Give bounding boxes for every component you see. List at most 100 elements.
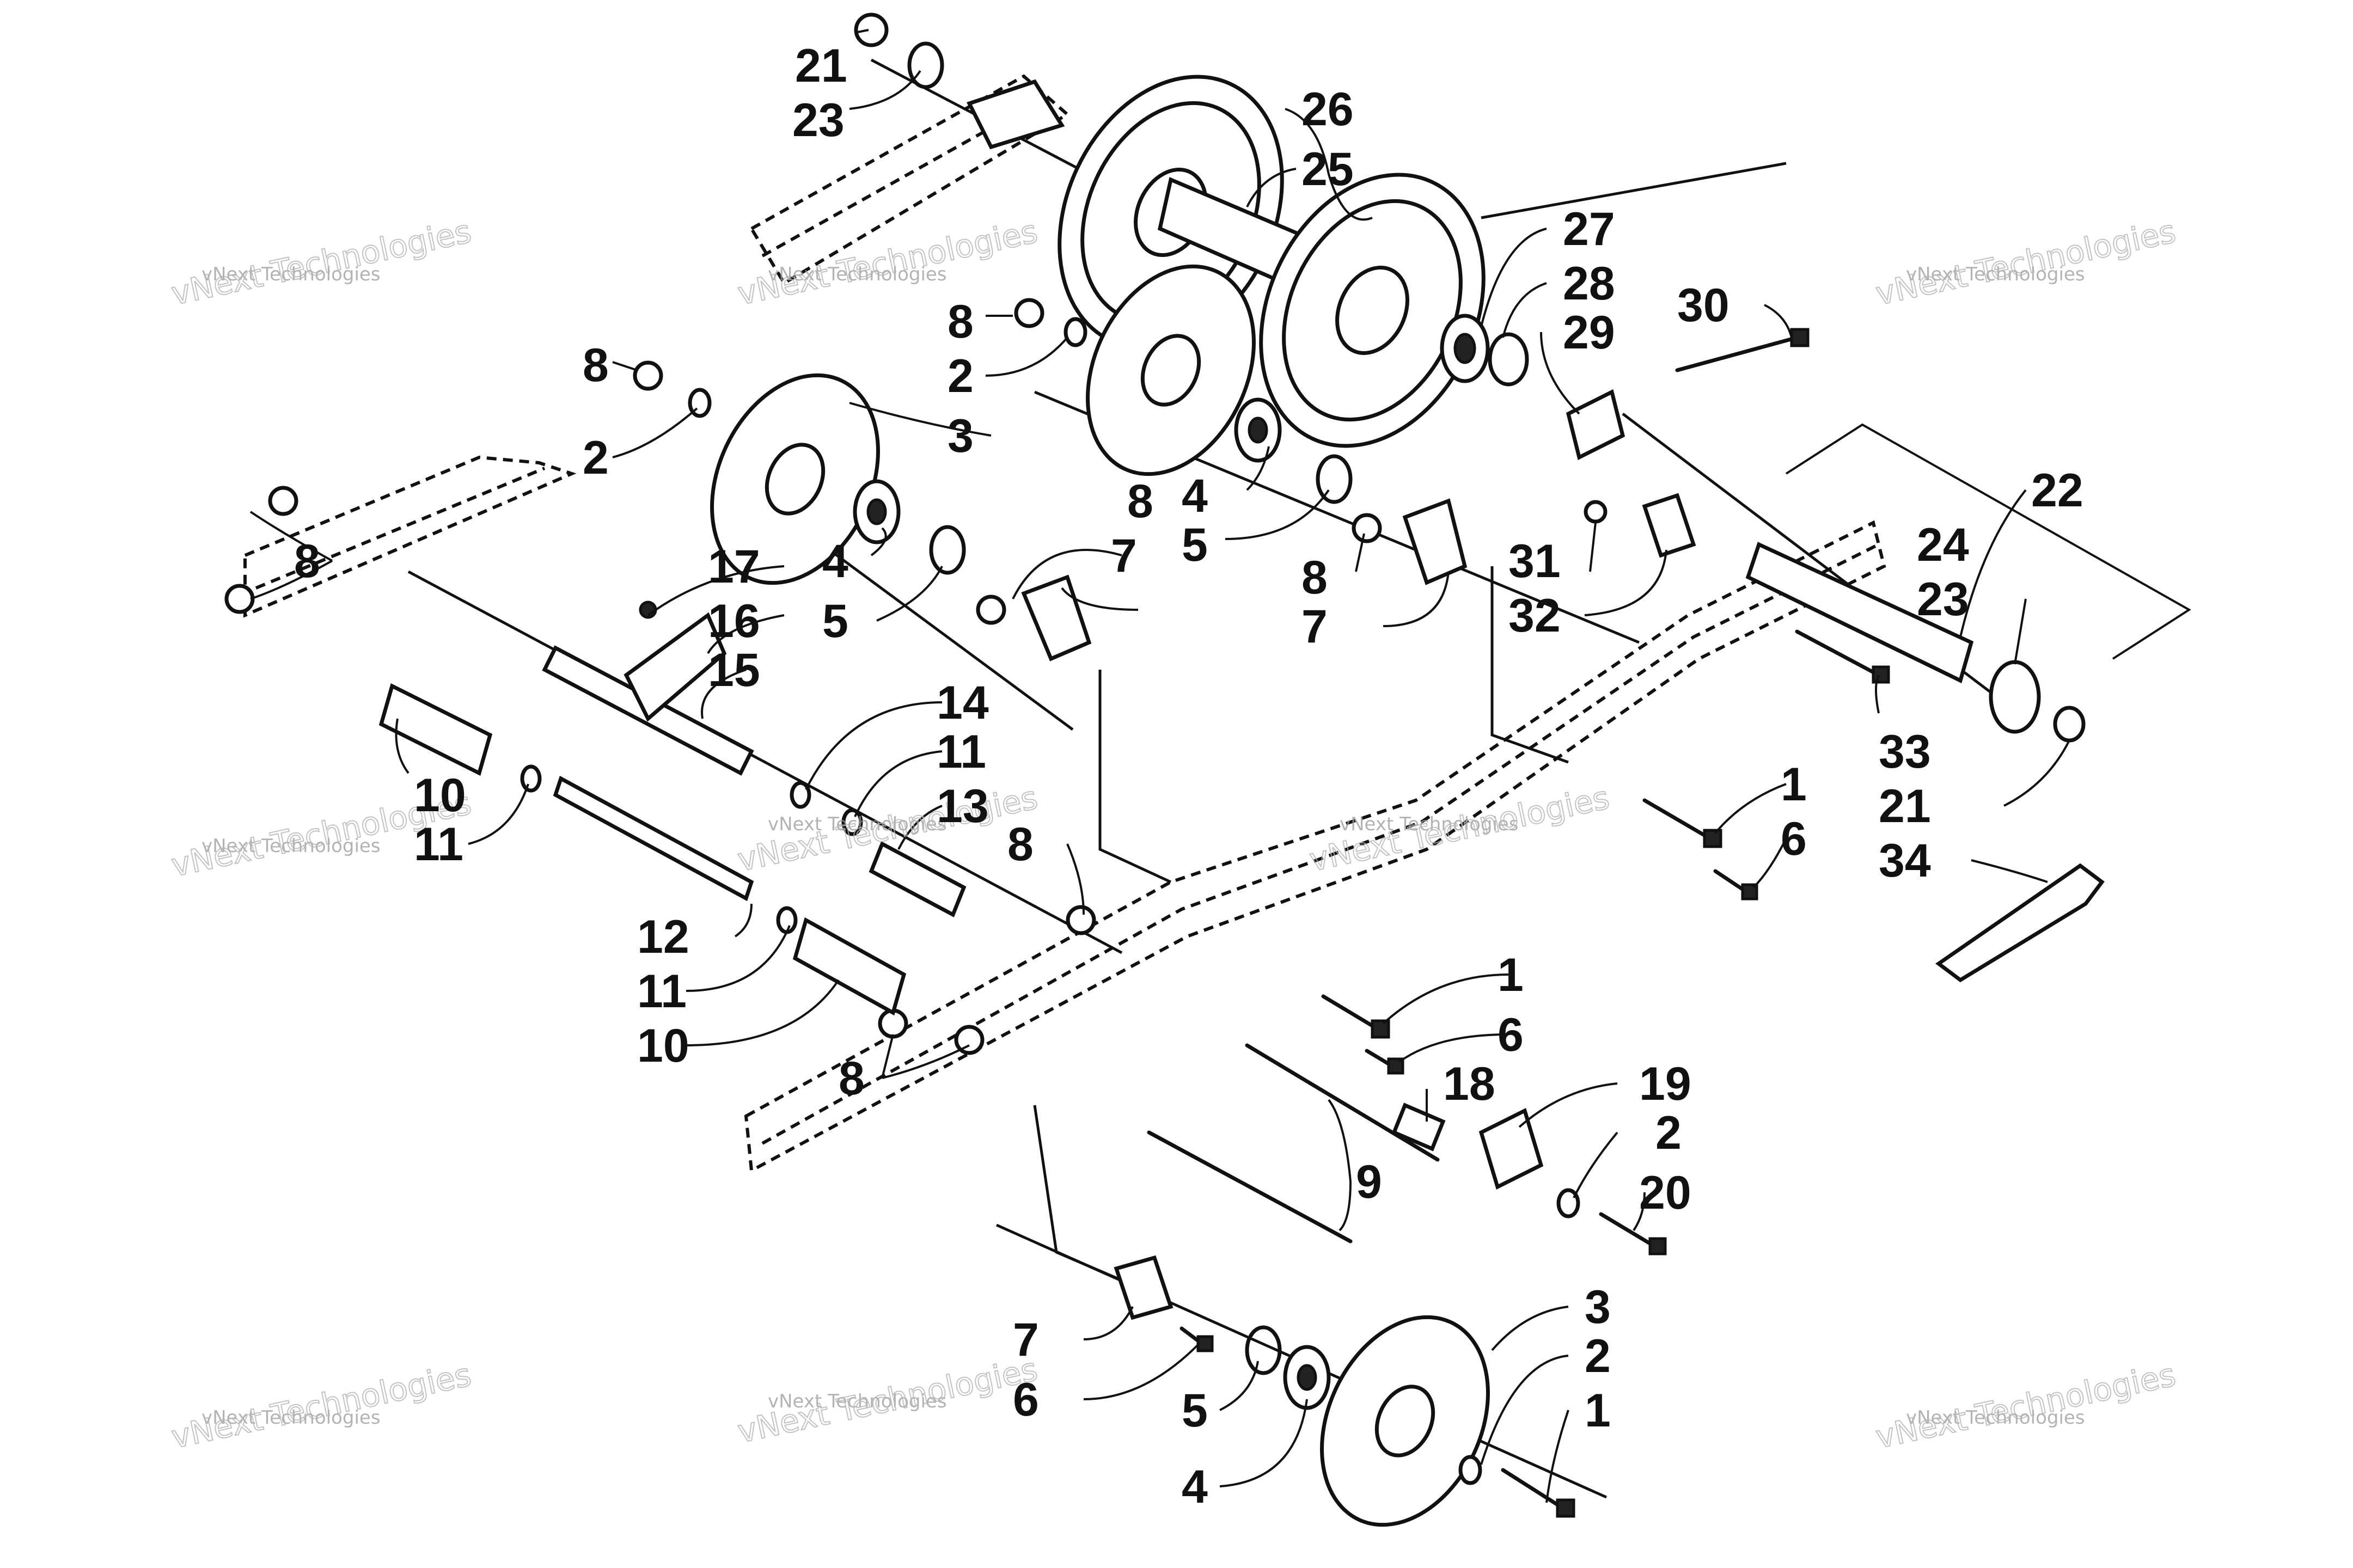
watermark-text: vNext Technologies (1340, 813, 1519, 835)
watermark-text: vNext Technologies (201, 264, 381, 285)
watermark-outline: vNext Technologies (735, 213, 1041, 313)
long-bolt-30 (1675, 328, 1810, 372)
callout-5: 5 (1182, 519, 1208, 571)
callout-8: 8 (1127, 475, 1153, 528)
washer-2-group (688, 317, 1580, 1485)
callout-1: 1 (1498, 949, 1524, 1001)
watermark-outline: vNext Technologies (1873, 213, 2179, 313)
left-slide-rail (243, 455, 577, 618)
watermark-outline: vNext Technologies (168, 213, 474, 313)
callout-6: 6 (1781, 813, 1807, 865)
callout-7: 7 (1111, 530, 1137, 582)
callout-6: 6 (1013, 1374, 1039, 1426)
callout-19: 19 (1639, 1058, 1691, 1110)
callout-2: 2 (1585, 1330, 1611, 1382)
callout-14: 14 (937, 677, 989, 729)
callout-3: 3 (948, 410, 974, 462)
wheel-3-left (710, 373, 880, 585)
washer-14 (790, 781, 811, 809)
callout-21: 21 (795, 40, 847, 92)
block-32 (1642, 493, 1696, 558)
callout-8: 8 (839, 1052, 865, 1105)
callout-25: 25 (1301, 143, 1354, 195)
callout-1: 1 (1781, 758, 1807, 811)
spacer-tube-10-upper (378, 683, 493, 776)
callout-26: 26 (1301, 83, 1354, 136)
block-19 (1478, 1108, 1544, 1190)
watermark-outline: vNext Technologies (168, 1356, 474, 1456)
callout-4: 4 (1182, 1461, 1208, 1513)
callout-32: 32 (1508, 590, 1561, 642)
callout-18: 18 (1443, 1058, 1495, 1110)
callout-23: 23 (792, 94, 845, 146)
spacer-18 (1391, 1102, 1446, 1152)
callout-21: 21 (1879, 780, 1931, 832)
callout-10: 10 (637, 1020, 689, 1072)
adjuster-34 (1935, 863, 2105, 983)
callout-33: 33 (1879, 726, 1931, 778)
callout-30: 30 (1677, 279, 1729, 332)
bearing-4-bottom (1283, 1345, 1331, 1410)
callout-11: 11 (937, 726, 986, 778)
bearing-4-left (853, 479, 901, 544)
callout-8: 8 (294, 535, 320, 587)
top-nut-21 (854, 13, 889, 47)
watermark-text: vNext Technologies (1906, 264, 2085, 285)
callout-9: 9 (1356, 1156, 1382, 1208)
pivot-arm-16 (624, 612, 727, 722)
callout-7: 7 (1013, 1314, 1039, 1366)
callout-27: 27 (1563, 203, 1615, 255)
callout-5: 5 (822, 595, 848, 647)
callout-16: 16 (708, 595, 760, 647)
watermark-text: vNext Technologies (768, 264, 947, 285)
spacer-tube-10-lower (792, 917, 907, 1016)
callout-22: 22 (2031, 464, 2083, 517)
callout-29: 29 (1563, 307, 1615, 359)
long-bolt-9-group (1147, 1043, 1440, 1244)
callout-1: 1 (1585, 1385, 1611, 1437)
callout-28: 28 (1563, 258, 1615, 310)
top-washer-23 (907, 41, 944, 89)
snap-ring-5-left (929, 525, 966, 575)
assembly-axis-lines (407, 58, 2005, 1499)
callout-17: 17 (708, 541, 760, 593)
callout-7: 7 (1301, 601, 1328, 653)
bolt-20 (1599, 1212, 1667, 1255)
main-slide-rail (744, 520, 1886, 1173)
leader-lines (249, 29, 2070, 1503)
snap-ring-5-center (1316, 454, 1353, 504)
bolt-1-group (1321, 798, 1722, 1518)
callout-31: 31 (1508, 535, 1561, 587)
callout-8: 8 (1301, 552, 1328, 604)
bearing-28 (1440, 314, 1490, 383)
callout-4: 4 (822, 535, 848, 587)
top-bracket (967, 79, 1065, 150)
watermark-text: vNext Technologies (768, 1391, 947, 1412)
callout-2: 2 (583, 432, 609, 484)
callout-3: 3 (1585, 1281, 1611, 1333)
callout-10: 10 (414, 769, 466, 822)
bolt-33 (1795, 629, 1890, 684)
axle-end-cap (1566, 389, 1625, 461)
washer-11-group (520, 764, 863, 934)
nut-31 (1584, 500, 1608, 524)
callout-6: 6 (1498, 1009, 1524, 1061)
snap-ring-5-bottom (1245, 1325, 1282, 1375)
axle-24 (1745, 542, 1974, 683)
spacer-13 (869, 841, 967, 917)
callout-5: 5 (1182, 1385, 1208, 1437)
watermark-outline: vNext Technologies (1873, 1356, 2179, 1456)
callout-11: 11 (414, 818, 463, 871)
bracket-7-right (1402, 498, 1468, 585)
watermark-text: vNext Technologies (201, 1407, 381, 1429)
callout-8: 8 (1007, 818, 1034, 871)
bracket-7-bottom (1114, 1255, 1174, 1320)
callout-11: 11 (637, 965, 687, 1018)
watermark-text: vNext Technologies (768, 813, 947, 835)
callout-4: 4 (1182, 470, 1208, 522)
callout-23: 23 (1917, 573, 1969, 626)
bracket-22-outline (1785, 423, 2191, 660)
callout-labels: 21 23 26 25 27 28 29 30 8 2 8 2 3 4 5 22… (294, 40, 2083, 1513)
callout-13: 13 (937, 780, 989, 832)
